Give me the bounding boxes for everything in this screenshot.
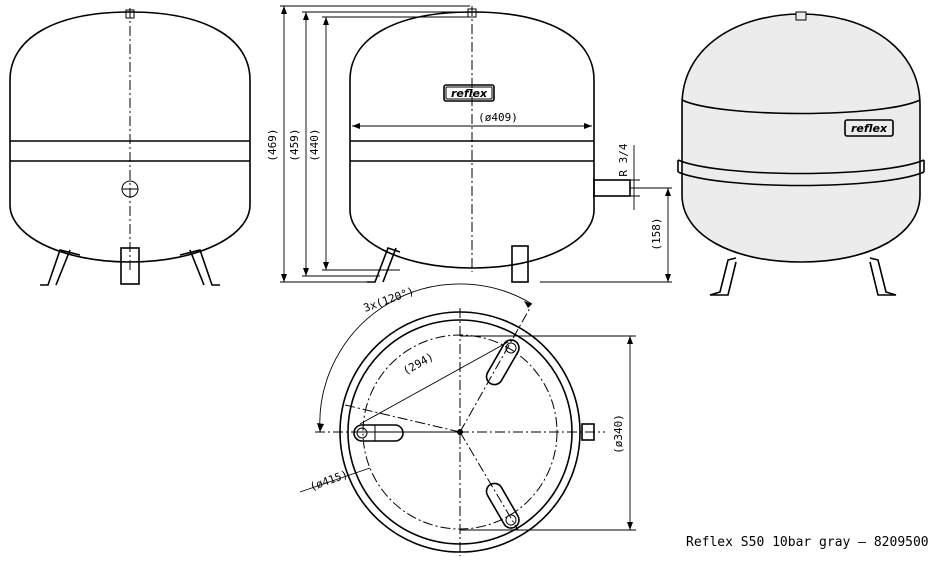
side-vessel-outline bbox=[349, 11, 595, 269]
perspective-seam-bottom bbox=[677, 171, 925, 187]
front-foot-center bbox=[120, 247, 140, 285]
bottom-view: 3x(120°) (294) (ø415) (ø340) bbox=[299, 283, 636, 556]
perspective-top-valve bbox=[795, 11, 807, 21]
perspective-foot-left bbox=[709, 257, 737, 296]
dim-foot-spacing-label: (294) bbox=[401, 350, 436, 377]
bottom-foot-slot-bottom bbox=[485, 482, 520, 529]
dim-body-height-label: (459) bbox=[288, 128, 301, 161]
side-connection-pipe bbox=[593, 179, 631, 197]
side-view: reflex (ø409) (469) (459) (440) R 3/4 bbox=[266, 5, 672, 283]
front-foot-right bbox=[179, 249, 220, 286]
perspective-seam-top bbox=[677, 159, 925, 175]
perspective-view: reflex bbox=[677, 11, 925, 296]
bottom-foot-slot-left bbox=[353, 424, 404, 442]
dim-total-height-label: (469) bbox=[266, 128, 279, 161]
bottom-center-point bbox=[457, 429, 463, 435]
product-caption: Reflex S50 10bar gray – 8209500 bbox=[686, 535, 929, 550]
front-view bbox=[9, 8, 251, 286]
dim-foot-spacing-line bbox=[359, 341, 509, 425]
side-foot-left bbox=[367, 246, 401, 283]
dim-bottom-diameter-label: (ø340) bbox=[612, 414, 625, 454]
dim-angle-arc bbox=[319, 283, 533, 433]
dim-shell-height-label: (440) bbox=[308, 128, 321, 161]
dim-connection-label: R 3/4 bbox=[617, 143, 630, 176]
side-logo-plate bbox=[443, 84, 495, 102]
dim-foot-circle-label: (ø415) bbox=[308, 468, 350, 494]
side-foot-right bbox=[511, 245, 529, 283]
dim-angle-label: 3x(120°) bbox=[362, 285, 416, 315]
perspective-vessel-body bbox=[681, 13, 921, 263]
side-logo-text: reflex bbox=[451, 87, 488, 100]
dim-diameter-label: (ø409) bbox=[478, 111, 518, 124]
perspective-foot-right bbox=[869, 257, 897, 296]
front-foot-left bbox=[40, 249, 81, 286]
perspective-logo-plate bbox=[844, 119, 894, 137]
dim-connection-height-label: (158) bbox=[650, 217, 663, 250]
perspective-logo-text: reflex bbox=[851, 122, 888, 135]
bottom-foot-slot-top bbox=[485, 339, 520, 386]
bottom-connection bbox=[581, 423, 595, 441]
